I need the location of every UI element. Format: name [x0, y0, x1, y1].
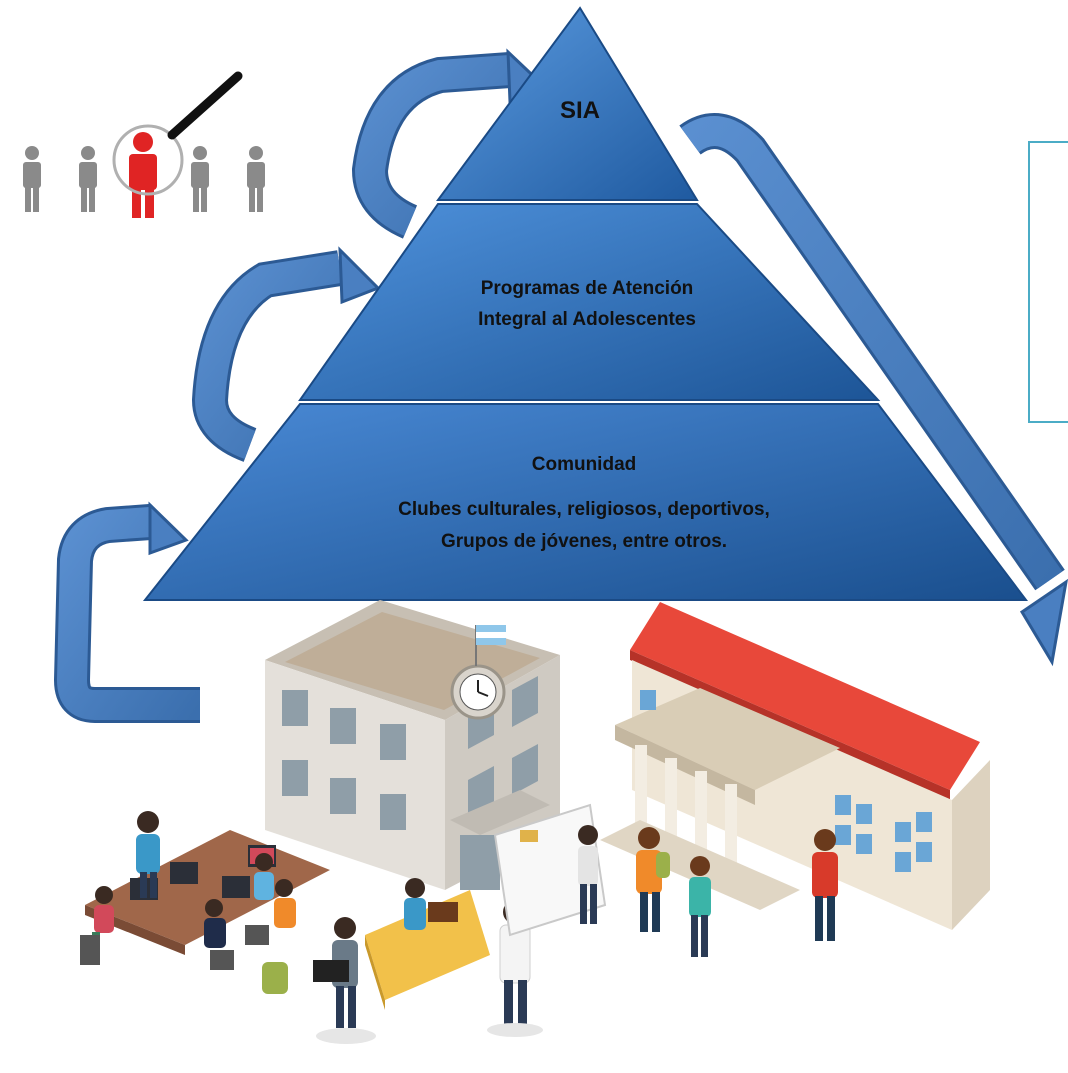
school-building	[265, 600, 560, 890]
cycle-arrows	[53, 48, 1068, 723]
columned-building	[600, 602, 990, 930]
tier-bottom-line2: Grupos de jóvenes, entre otros.	[441, 531, 727, 552]
arrow-middle-loop	[191, 246, 381, 462]
students-at-desk-left	[80, 811, 330, 970]
tier-top-label: SIA	[560, 97, 600, 124]
tier-middle-line2: Integral al Adolescentes	[478, 309, 696, 330]
people-search-icon	[23, 71, 265, 218]
arrow-base-loop	[53, 501, 200, 723]
pyramid-tier-middle	[298, 203, 881, 401]
students-standing-right	[578, 825, 838, 957]
pyramid-tier-bottom	[142, 403, 1029, 601]
pyramid: SIA Programas de Atención Integral al Ad…	[142, 6, 1029, 601]
tier-bottom-line1: Clubes culturales, religiosos, deportivo…	[398, 499, 770, 520]
tier-bottom-title: Comunidad	[532, 454, 637, 475]
school-community-illustration	[80, 600, 990, 1044]
empty-text-box	[1028, 141, 1068, 423]
tier-middle-line1: Programas de Atención	[481, 278, 694, 299]
arrow-descending-right	[679, 113, 1068, 667]
pyramid-tier-top	[436, 6, 699, 201]
students-at-desk-middle	[262, 803, 607, 1044]
